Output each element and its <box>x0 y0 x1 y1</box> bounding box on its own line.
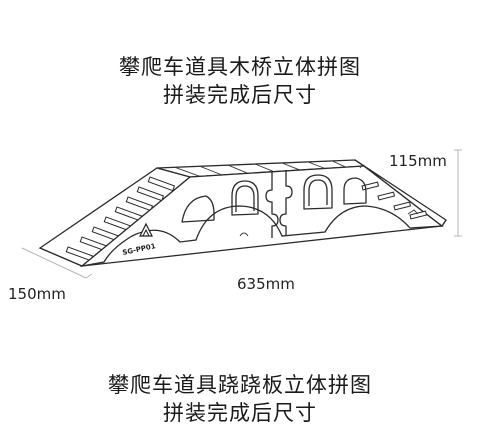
caption-top-line1: 攀爬车道具木桥立体拼图 <box>119 55 361 79</box>
caption-top: 攀爬车道具木桥立体拼图 拼装完成后尺寸 <box>0 53 480 109</box>
right-ramp <box>354 159 447 227</box>
mountain-logo-icon <box>139 222 153 237</box>
caption-bottom-line1: 攀爬车道具跷跷板立体拼图 <box>108 373 372 397</box>
dimension-lines <box>21 149 462 279</box>
caption-bottom-line2: 拼装完成后尺寸 <box>163 401 317 425</box>
deck-slats <box>174 160 347 177</box>
length-dimension: 635mm <box>237 275 295 293</box>
caption-bottom: 攀爬车道具跷跷板立体拼图 拼装完成后尺寸 <box>0 371 480 427</box>
model-label: SG-PP01 <box>122 242 157 257</box>
arch-windows <box>181 174 367 223</box>
caption-top-line2: 拼装完成后尺寸 <box>163 83 317 107</box>
puzzle-joint <box>265 171 279 238</box>
front-side-panel <box>79 165 444 268</box>
left-ramp-treads <box>65 176 176 262</box>
width-dimension: 150mm <box>8 285 66 303</box>
height-dimension: 115mm <box>389 152 447 170</box>
